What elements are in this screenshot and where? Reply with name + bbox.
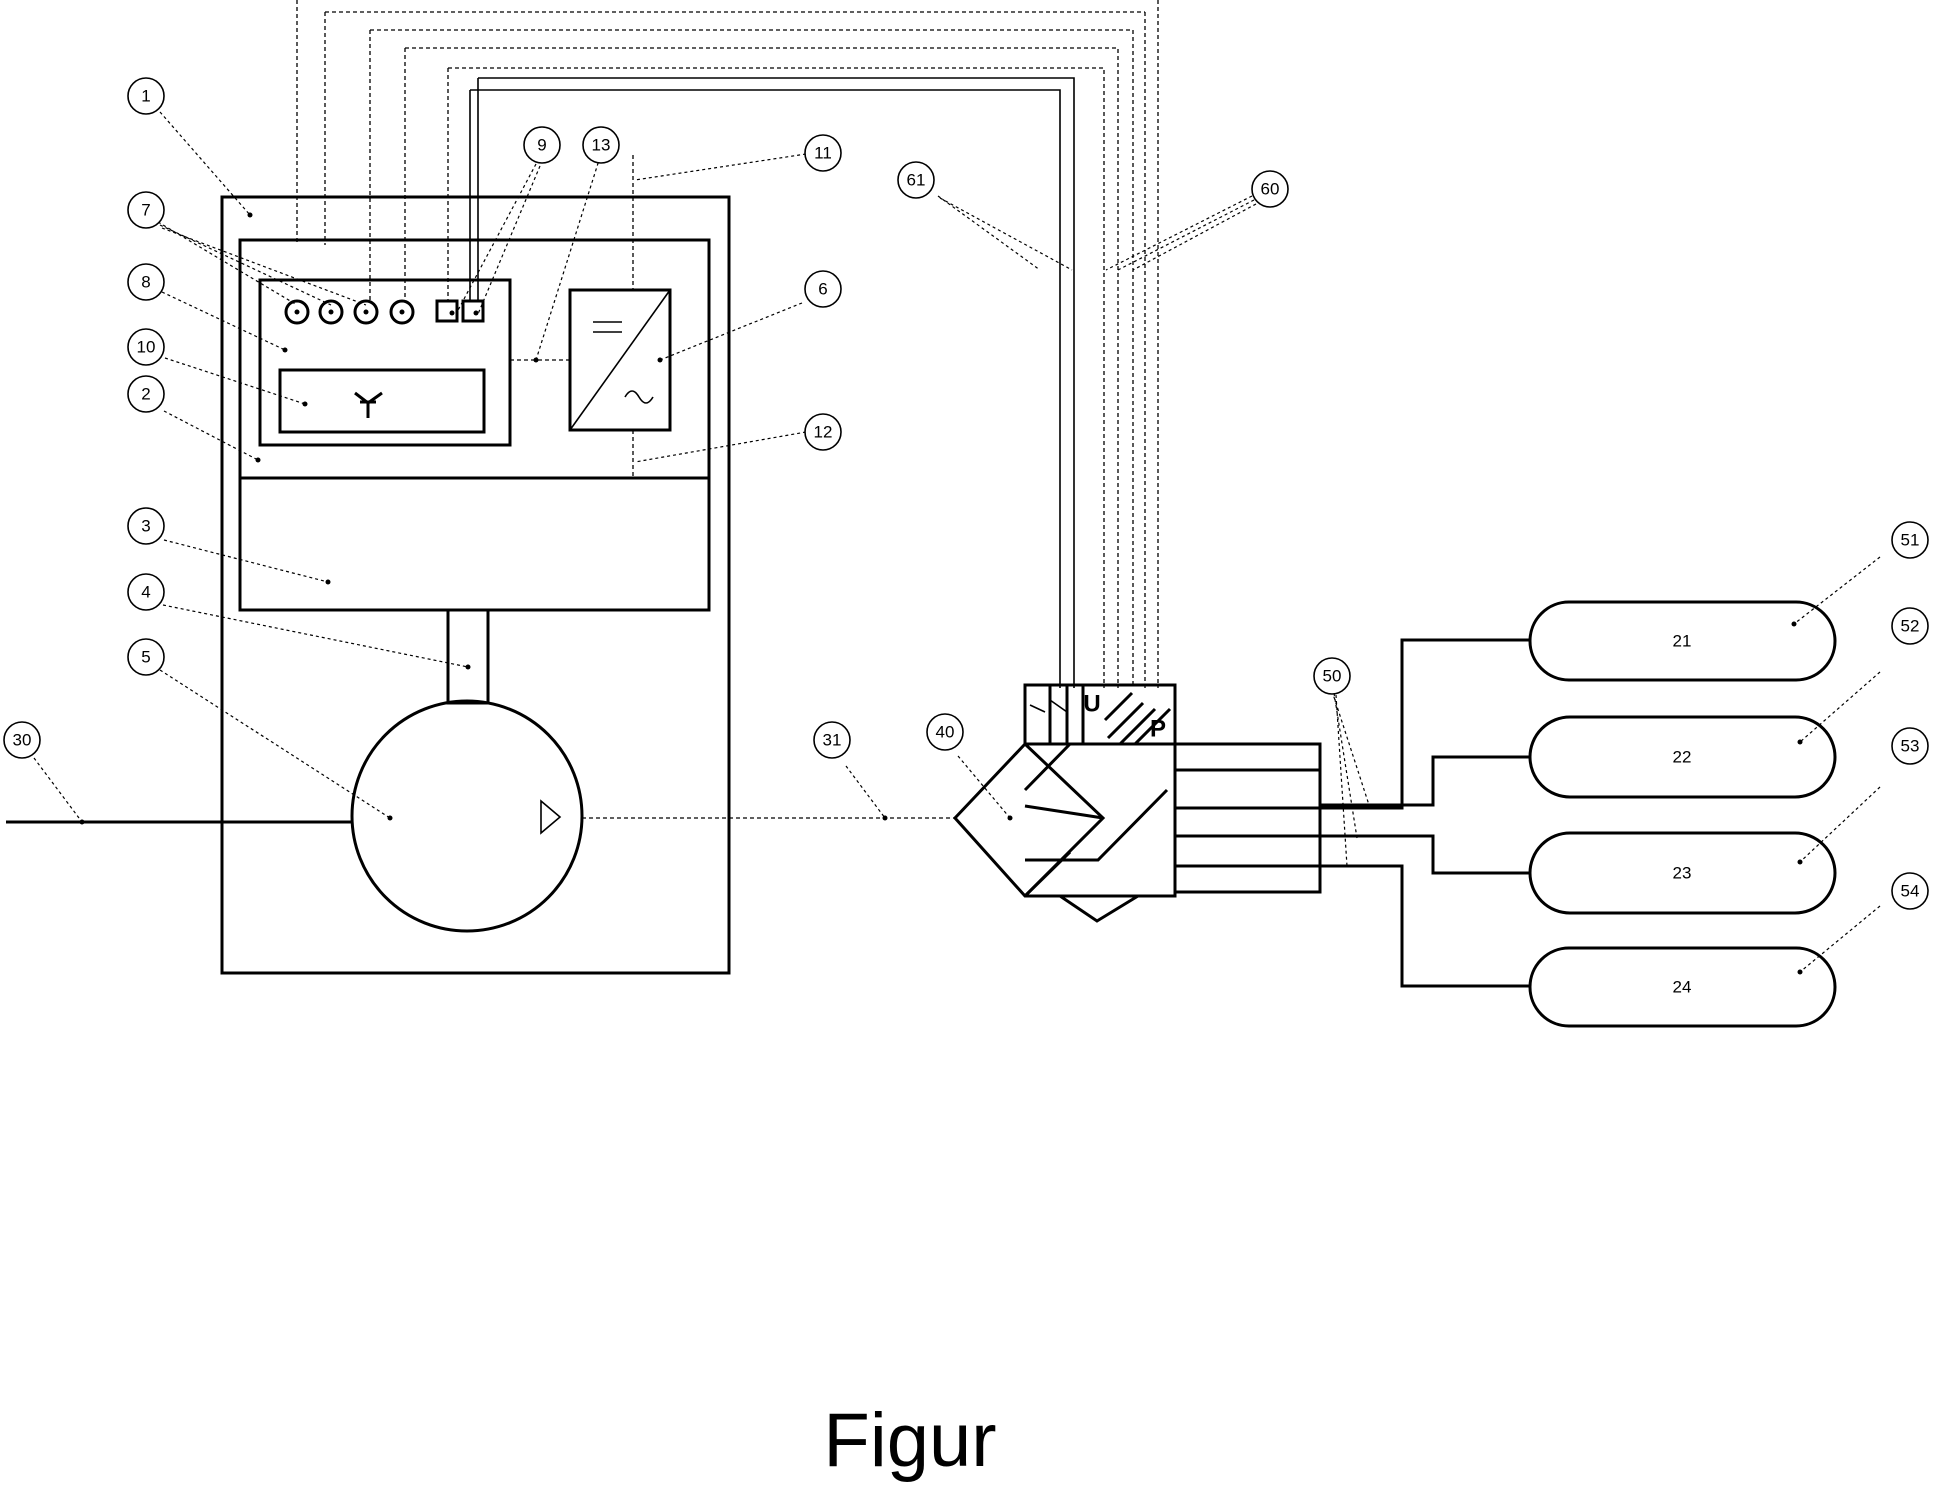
dc-ac-symbol-icon [570,290,670,430]
numeral-label: 3 [141,517,150,536]
numeral-label: 54 [1901,882,1920,901]
control-panel [260,280,510,445]
drive-shaft [448,610,488,703]
numeral-label: 13 [592,136,611,155]
numeral-label: 30 [13,731,32,750]
switch-terminals [437,301,483,321]
tank-label: 23 [1673,864,1692,883]
switch-icon [437,301,457,321]
numeral-label: 8 [141,273,150,292]
tank-label: 24 [1673,978,1692,997]
outlet-arrow-icon [541,801,560,833]
tank-label: 22 [1673,748,1692,767]
figure-caption: Figur [823,1398,996,1483]
tank-lines [1320,640,1532,986]
numeral-label: 1 [141,87,150,106]
numeral-label: 53 [1901,737,1920,756]
numeral-label: 2 [141,385,150,404]
control-unit [240,240,709,478]
valve-block [955,685,1320,921]
numeral-label: 31 [823,731,842,750]
display-unit [280,370,484,432]
numeral-label: 52 [1901,617,1920,636]
numeral-label: 9 [537,136,546,155]
numeral-label: 61 [907,171,926,190]
numeral-label: 7 [141,201,150,220]
numeral-label: 11 [814,144,832,163]
valve-p-label: P [1150,716,1166,743]
tank-label: 21 [1673,632,1692,651]
numeral-label: 12 [814,423,833,442]
storage-tanks: 21 22 23 24 [1530,602,1835,1026]
motor-unit [240,478,709,610]
numeral-label: 50 [1323,667,1342,686]
numeral-label: 4 [141,583,150,602]
numeral-label: 40 [936,723,955,742]
indicator-lamps [286,301,413,323]
numeral-label: 5 [141,648,150,667]
compressor [352,701,582,931]
switch-icon [463,301,483,321]
display-symbol-icon [355,393,382,418]
numeral-label: 10 [137,338,156,357]
valve-u-label: U [1083,691,1100,718]
numeral-label: 6 [818,280,827,299]
numeral-label: 51 [1901,531,1920,550]
numeral-label: 60 [1261,180,1280,199]
